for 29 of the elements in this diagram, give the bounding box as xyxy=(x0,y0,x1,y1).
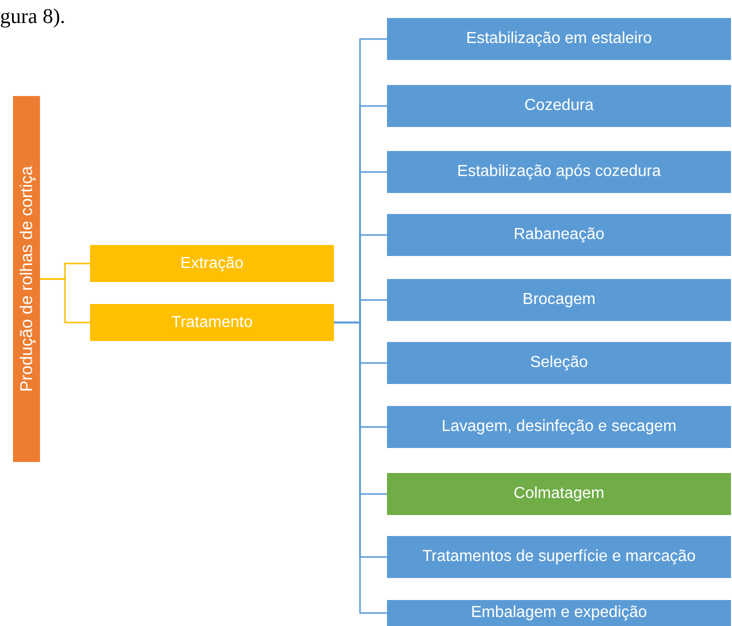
process-box xyxy=(90,245,334,282)
title-bar xyxy=(13,96,40,462)
process-box xyxy=(387,18,731,60)
box-label: Seleção xyxy=(530,354,588,372)
box-label: Colmatagem xyxy=(514,485,604,503)
box-label: Tratamentos de superfície e marcação xyxy=(422,548,696,566)
box-label: Embalagem e expedição xyxy=(470,604,648,622)
process-box xyxy=(387,536,731,578)
box-label: Cozedura xyxy=(524,97,594,115)
box-label: Tratamento xyxy=(171,314,253,332)
connector-line xyxy=(40,278,90,324)
process-box xyxy=(90,304,334,341)
process-box xyxy=(387,279,731,321)
box-label: Produção de rolhas de cortiça xyxy=(16,166,36,392)
process-box xyxy=(387,342,731,384)
process-box xyxy=(387,85,731,127)
process-box xyxy=(387,600,731,626)
box-label: Lavagem, desinfeção e secagem xyxy=(442,418,676,436)
box-label: Estabilização após cozedura xyxy=(457,163,661,181)
process-box xyxy=(387,406,731,448)
process-box xyxy=(387,151,731,193)
box-label: Brocagem xyxy=(522,291,596,309)
box-label: Extração xyxy=(180,254,244,272)
caption-fragment: gura 8). xyxy=(0,4,66,29)
process-box xyxy=(387,473,731,515)
process-box xyxy=(387,214,731,256)
connector-line xyxy=(334,322,387,614)
box-label: Estabilização em estaleiro xyxy=(466,30,652,48)
box-label: Rabaneação xyxy=(514,226,604,244)
